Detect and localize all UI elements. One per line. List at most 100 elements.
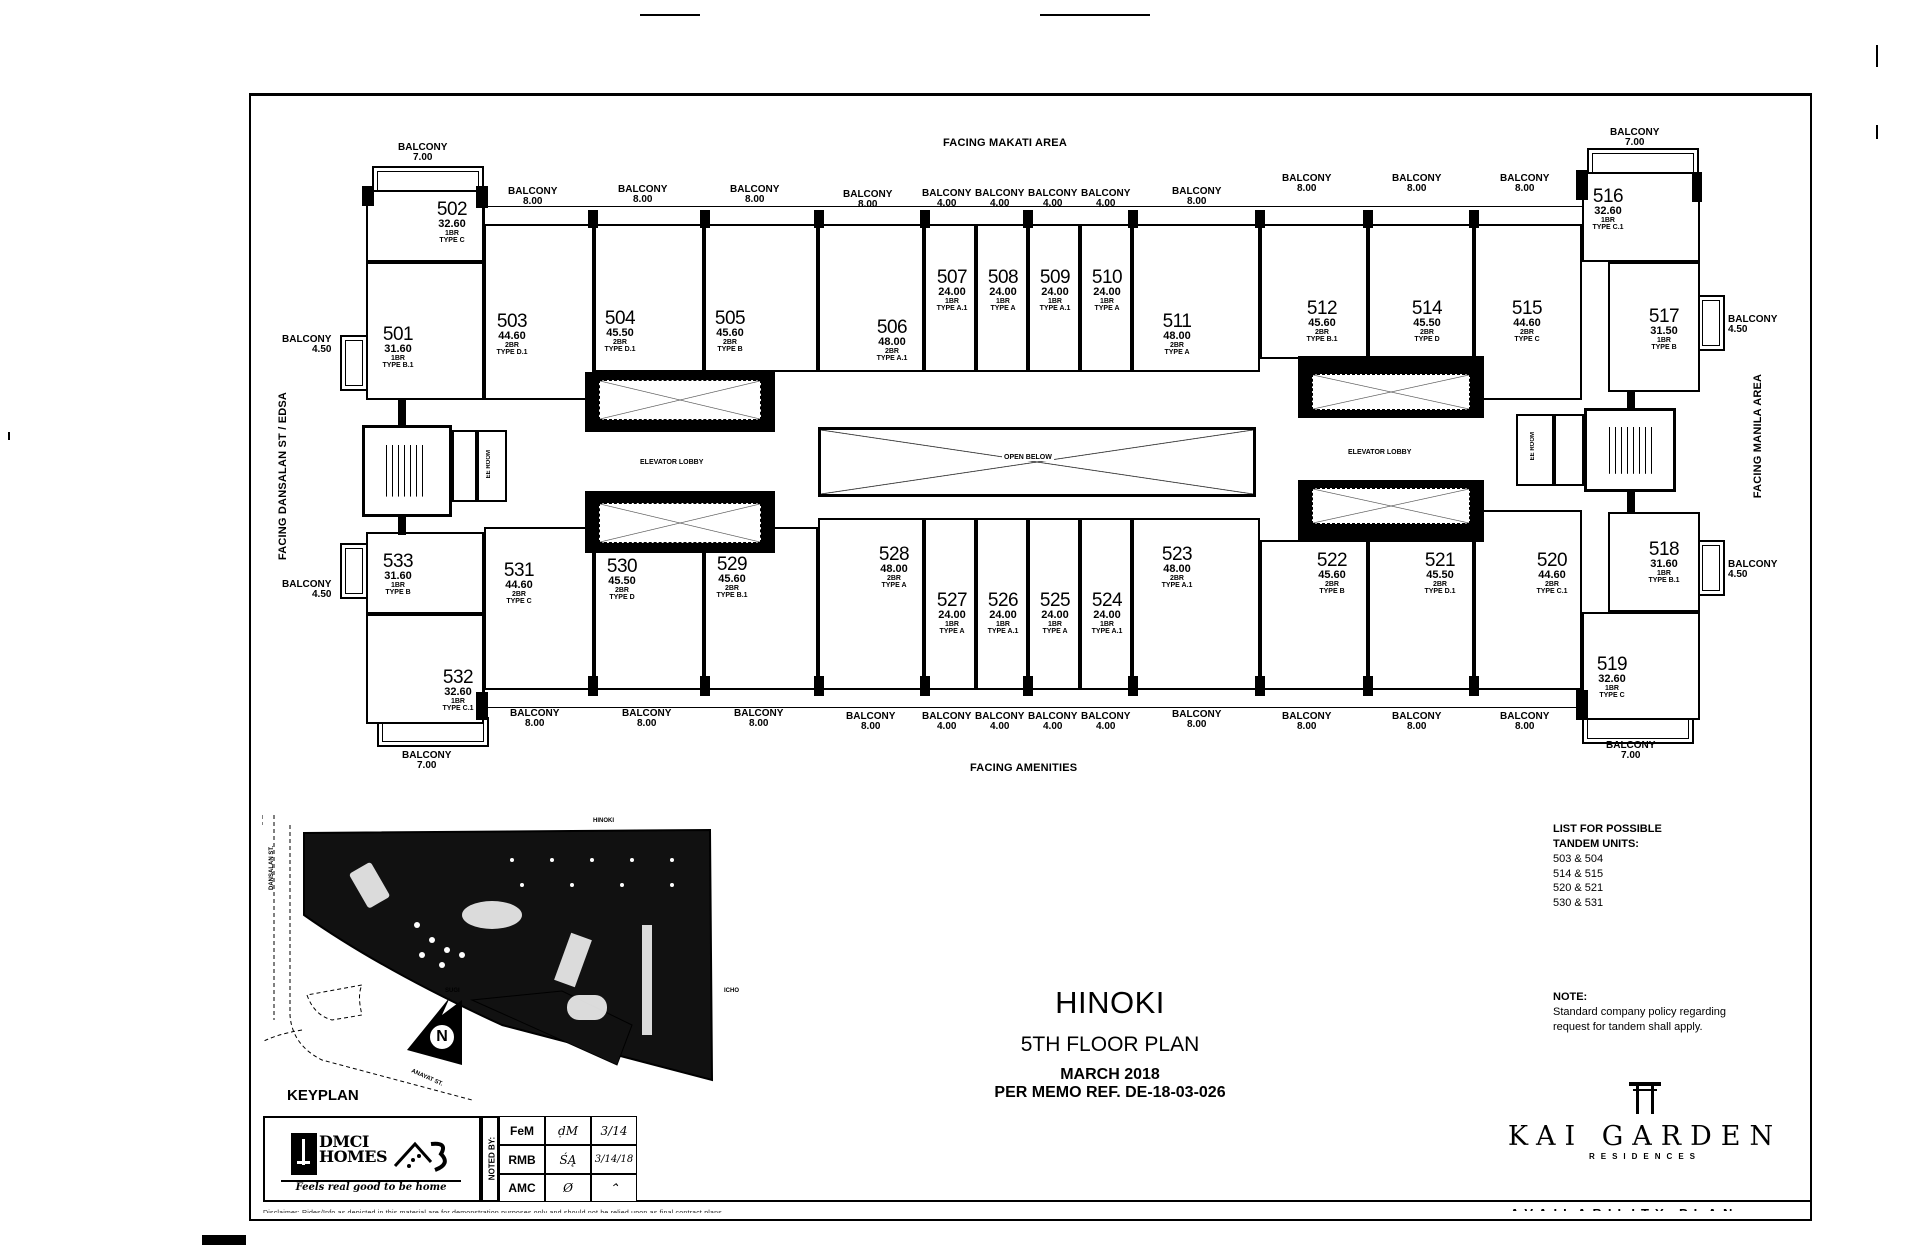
unit-527[interactable] [924, 518, 976, 690]
unit-515[interactable] [1474, 224, 1582, 400]
tandem-item: 520 & 521 [1553, 882, 1604, 895]
keyplan: N HINOKI SUGI ICHO DANSALAN ST. ANAYAT S… [256, 815, 762, 1105]
unit-523[interactable] [1132, 518, 1260, 690]
column [476, 186, 488, 208]
open-below-label: OPEN BELOW [1002, 454, 1054, 461]
floor-plan: EE ROOM EE ROOM ELEVATOR LOBBY OPEN BELO… [340, 148, 1725, 747]
balcony-strip-top [484, 206, 1584, 226]
unit-508[interactable] [976, 224, 1028, 372]
unit-504[interactable] [594, 224, 704, 372]
unit-525[interactable] [1028, 518, 1080, 690]
unit-516[interactable] [1582, 172, 1700, 262]
scan-mark [202, 1235, 246, 1245]
balcony-501 [340, 335, 368, 391]
noted-by-column: NOTED BY: [481, 1116, 499, 1202]
elevator-lobby-right-label: ELEVATOR LOBBY [1348, 449, 1412, 456]
elevator-bank-left-top [585, 372, 775, 432]
unit-501[interactable] [366, 262, 484, 400]
unit-526[interactable] [976, 518, 1028, 690]
unit-528[interactable] [818, 518, 924, 690]
ee-room-left-label: EE ROOM [486, 450, 492, 479]
corridor-wall [398, 517, 406, 535]
ee-room-left [477, 430, 507, 502]
column [700, 676, 710, 696]
column [814, 676, 824, 696]
column [1128, 676, 1138, 696]
dmci-tagline: Feels real good to be home [281, 1180, 461, 1193]
keyplan-street-dansalan: DANSALAN ST. [269, 845, 276, 891]
facing-top-label: FACING MAKATI AREA [943, 137, 1067, 149]
balcony-533 [340, 543, 368, 599]
tandem-heading-2: TANDEM UNITS: [1553, 837, 1639, 850]
unit-532[interactable] [366, 614, 484, 724]
unit-506[interactable] [818, 224, 924, 372]
unit-510[interactable] [1080, 224, 1132, 372]
brand-name: KAI GARDEN [1507, 1121, 1783, 1152]
column [362, 186, 374, 206]
column [1363, 676, 1373, 696]
signature-1: ḍM [545, 1116, 591, 1145]
noted-by-label: NOTED BY: [487, 1136, 497, 1181]
unit-518[interactable] [1608, 512, 1700, 612]
unit-519[interactable] [1582, 612, 1700, 720]
unit-531[interactable] [484, 527, 594, 690]
floor-plan-title: 5TH FLOOR PLAN [1020, 1033, 1200, 1056]
unit-514[interactable] [1368, 224, 1474, 359]
column [920, 210, 930, 228]
unit-517[interactable] [1608, 262, 1700, 392]
signature-date-3: ⌃ [591, 1174, 637, 1202]
unit-502[interactable] [366, 190, 484, 262]
unit-533[interactable] [366, 532, 484, 614]
unit-524[interactable] [1080, 518, 1132, 690]
unit-509[interactable] [1028, 224, 1080, 372]
unit-520[interactable] [1474, 510, 1582, 690]
unit-529[interactable] [704, 527, 818, 690]
unit-505[interactable] [704, 224, 818, 372]
open-below-void [818, 427, 1256, 497]
unit-503[interactable] [484, 224, 594, 400]
column [1576, 170, 1588, 200]
keyplan-building-sugi: SUGI [445, 988, 460, 994]
column [1023, 210, 1033, 228]
scan-mark [1876, 45, 1878, 67]
unit-507[interactable] [924, 224, 976, 372]
scan-mark [1040, 14, 1150, 16]
elevator-bank-left-bottom [585, 491, 775, 553]
unit-511[interactable] [1132, 224, 1260, 372]
balcony-strip-bottom [484, 688, 1584, 708]
signature-date-2: 3/14/18 [591, 1145, 637, 1174]
corridor-wall [1627, 392, 1635, 408]
column [1363, 210, 1373, 228]
corridor-wall [398, 400, 406, 426]
column [476, 692, 488, 720]
elevator-bank-right-top [1298, 356, 1484, 418]
